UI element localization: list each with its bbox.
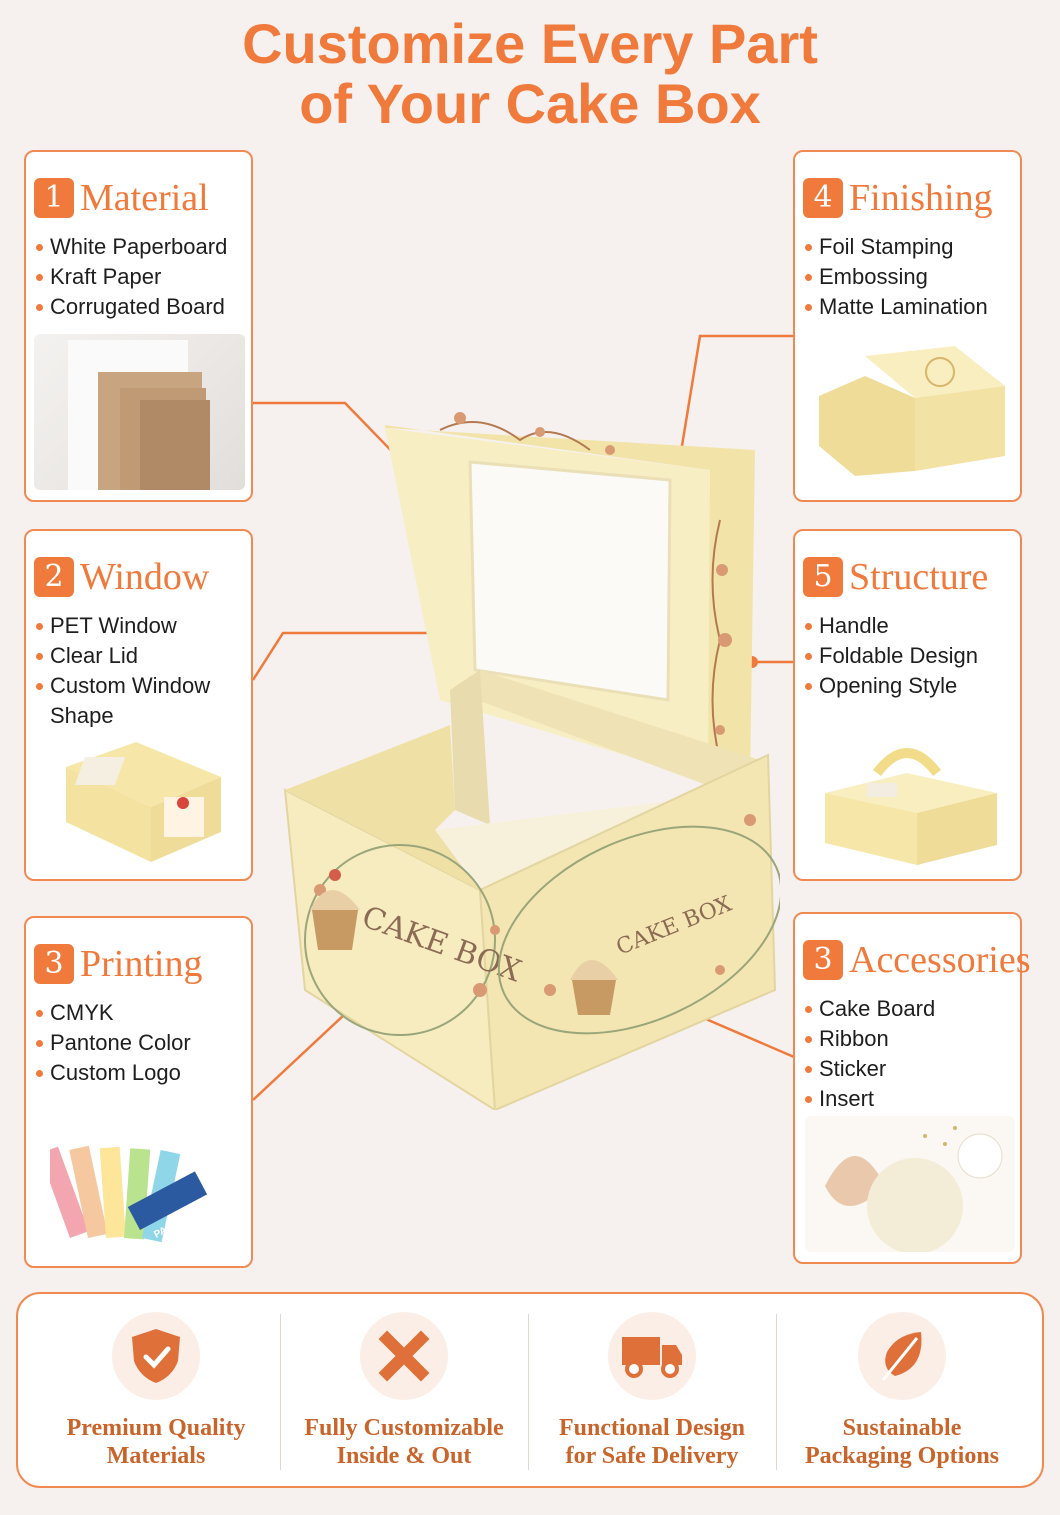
delivery-truck-icon (608, 1312, 696, 1400)
finishing-card-header: 4 Finishing (803, 176, 993, 220)
accessories-number-badge: 3 (803, 940, 843, 980)
feature-divider (528, 1314, 529, 1470)
cake-box-illustration: CAKE BOX CAKE BOX (283, 412, 780, 1110)
feature-functional-design: Functional Design for Safe Delivery (528, 1312, 776, 1482)
title-line-2: of Your Cake Box (299, 72, 761, 135)
feature-divider (280, 1314, 281, 1470)
accessories-image (805, 1116, 1015, 1252)
material-card: 1 Material White Paperboard Kraft Paper … (24, 150, 253, 502)
window-list: PET Window Clear Lid Custom Window Shape (34, 611, 234, 731)
window-box-image (56, 727, 226, 867)
printing-item: CMYK (34, 998, 191, 1028)
finishing-card: 4 Finishing Foil Stamping Embossing Matt… (793, 150, 1022, 502)
material-samples-image (34, 334, 245, 490)
finishing-box-image (805, 336, 1015, 490)
printing-card: 3 Printing CMYK Pantone Color Custom Log… (24, 916, 253, 1268)
accessories-item: Ribbon (803, 1024, 935, 1054)
accessories-list: Cake Board Ribbon Sticker Insert (803, 994, 935, 1114)
feature-label-line1: Fully Customizable (304, 1415, 504, 1441)
feature-premium-quality: Premium Quality Materials (32, 1312, 280, 1482)
accessories-item: Insert (803, 1084, 935, 1114)
structure-item: Foldable Design (803, 641, 978, 671)
structure-list: Handle Foldable Design Opening Style (803, 611, 978, 701)
printing-card-header: 3 Printing (34, 942, 202, 986)
material-item: Kraft Paper (34, 262, 227, 292)
material-number-badge: 1 (34, 178, 74, 218)
material-item: Corrugated Board (34, 292, 227, 322)
material-title: Material (80, 177, 209, 219)
leaf-icon (858, 1312, 946, 1400)
accessories-item: Sticker (803, 1054, 935, 1084)
feature-label-line1: Premium Quality (66, 1415, 246, 1441)
structure-card: 5 Structure Handle Foldable Design Openi… (793, 529, 1022, 881)
printing-number-badge: 3 (34, 944, 74, 984)
window-card: 2 Window PET Window Clear Lid Custom Win… (24, 529, 253, 881)
feature-bar: Premium Quality Materials Fully Customiz… (16, 1292, 1044, 1488)
feature-divider (776, 1314, 777, 1470)
feature-sustainable: Sustainable Packaging Options (778, 1312, 1026, 1482)
window-item: PET Window (34, 611, 234, 641)
accessories-card-header: 3 Accessories (803, 938, 1030, 982)
finishing-number-badge: 4 (803, 178, 843, 218)
page-title: Customize Every Part of Your Cake Box (0, 14, 1060, 134)
finishing-item: Foil Stamping (803, 232, 988, 262)
finishing-item: Embossing (803, 262, 988, 292)
accessories-title: Accessories (849, 939, 1031, 981)
printing-item: Custom Logo (34, 1058, 191, 1088)
pantone-swatch-image: PANTONE (50, 1118, 220, 1258)
finishing-list: Foil Stamping Embossing Matte Lamination (803, 232, 988, 322)
accessories-item: Cake Board (803, 994, 935, 1024)
title-line-1: Customize Every Part (242, 12, 818, 75)
structure-number-badge: 5 (803, 557, 843, 597)
feature-label-line2: Materials (106, 1443, 206, 1469)
feature-customizable: Fully Customizable Inside & Out (280, 1312, 528, 1482)
feature-label-line2: Inside & Out (336, 1443, 472, 1469)
structure-card-header: 5 Structure (803, 555, 988, 599)
feature-label-line1: Sustainable (842, 1415, 962, 1441)
window-number-badge: 2 (34, 557, 74, 597)
structure-item: Opening Style (803, 671, 978, 701)
printing-item: Pantone Color (34, 1028, 191, 1058)
feature-label-line2: Packaging Options (804, 1443, 1000, 1469)
accessories-card: 3 Accessories Cake Board Ribbon Sticker … (793, 912, 1030, 1264)
material-card-header: 1 Material (34, 176, 209, 220)
feature-label-line2: for Safe Delivery (565, 1443, 739, 1469)
structure-item: Handle (803, 611, 978, 641)
shield-check-icon (112, 1312, 200, 1400)
window-item: Clear Lid (34, 641, 234, 671)
printing-list: CMYK Pantone Color Custom Logo (34, 998, 191, 1088)
finishing-item: Matte Lamination (803, 292, 988, 322)
window-card-header: 2 Window (34, 555, 209, 599)
structure-title: Structure (849, 556, 989, 598)
material-item: White Paperboard (34, 232, 227, 262)
finishing-title: Finishing (849, 177, 993, 219)
material-list: White Paperboard Kraft Paper Corrugated … (34, 232, 227, 322)
printing-title: Printing (80, 943, 203, 985)
handle-box-image (807, 733, 1015, 869)
window-title: Window (80, 556, 210, 598)
pencil-ruler-icon (360, 1312, 448, 1400)
feature-label-line1: Functional Design (558, 1415, 746, 1441)
window-item: Custom Window Shape (34, 671, 234, 731)
